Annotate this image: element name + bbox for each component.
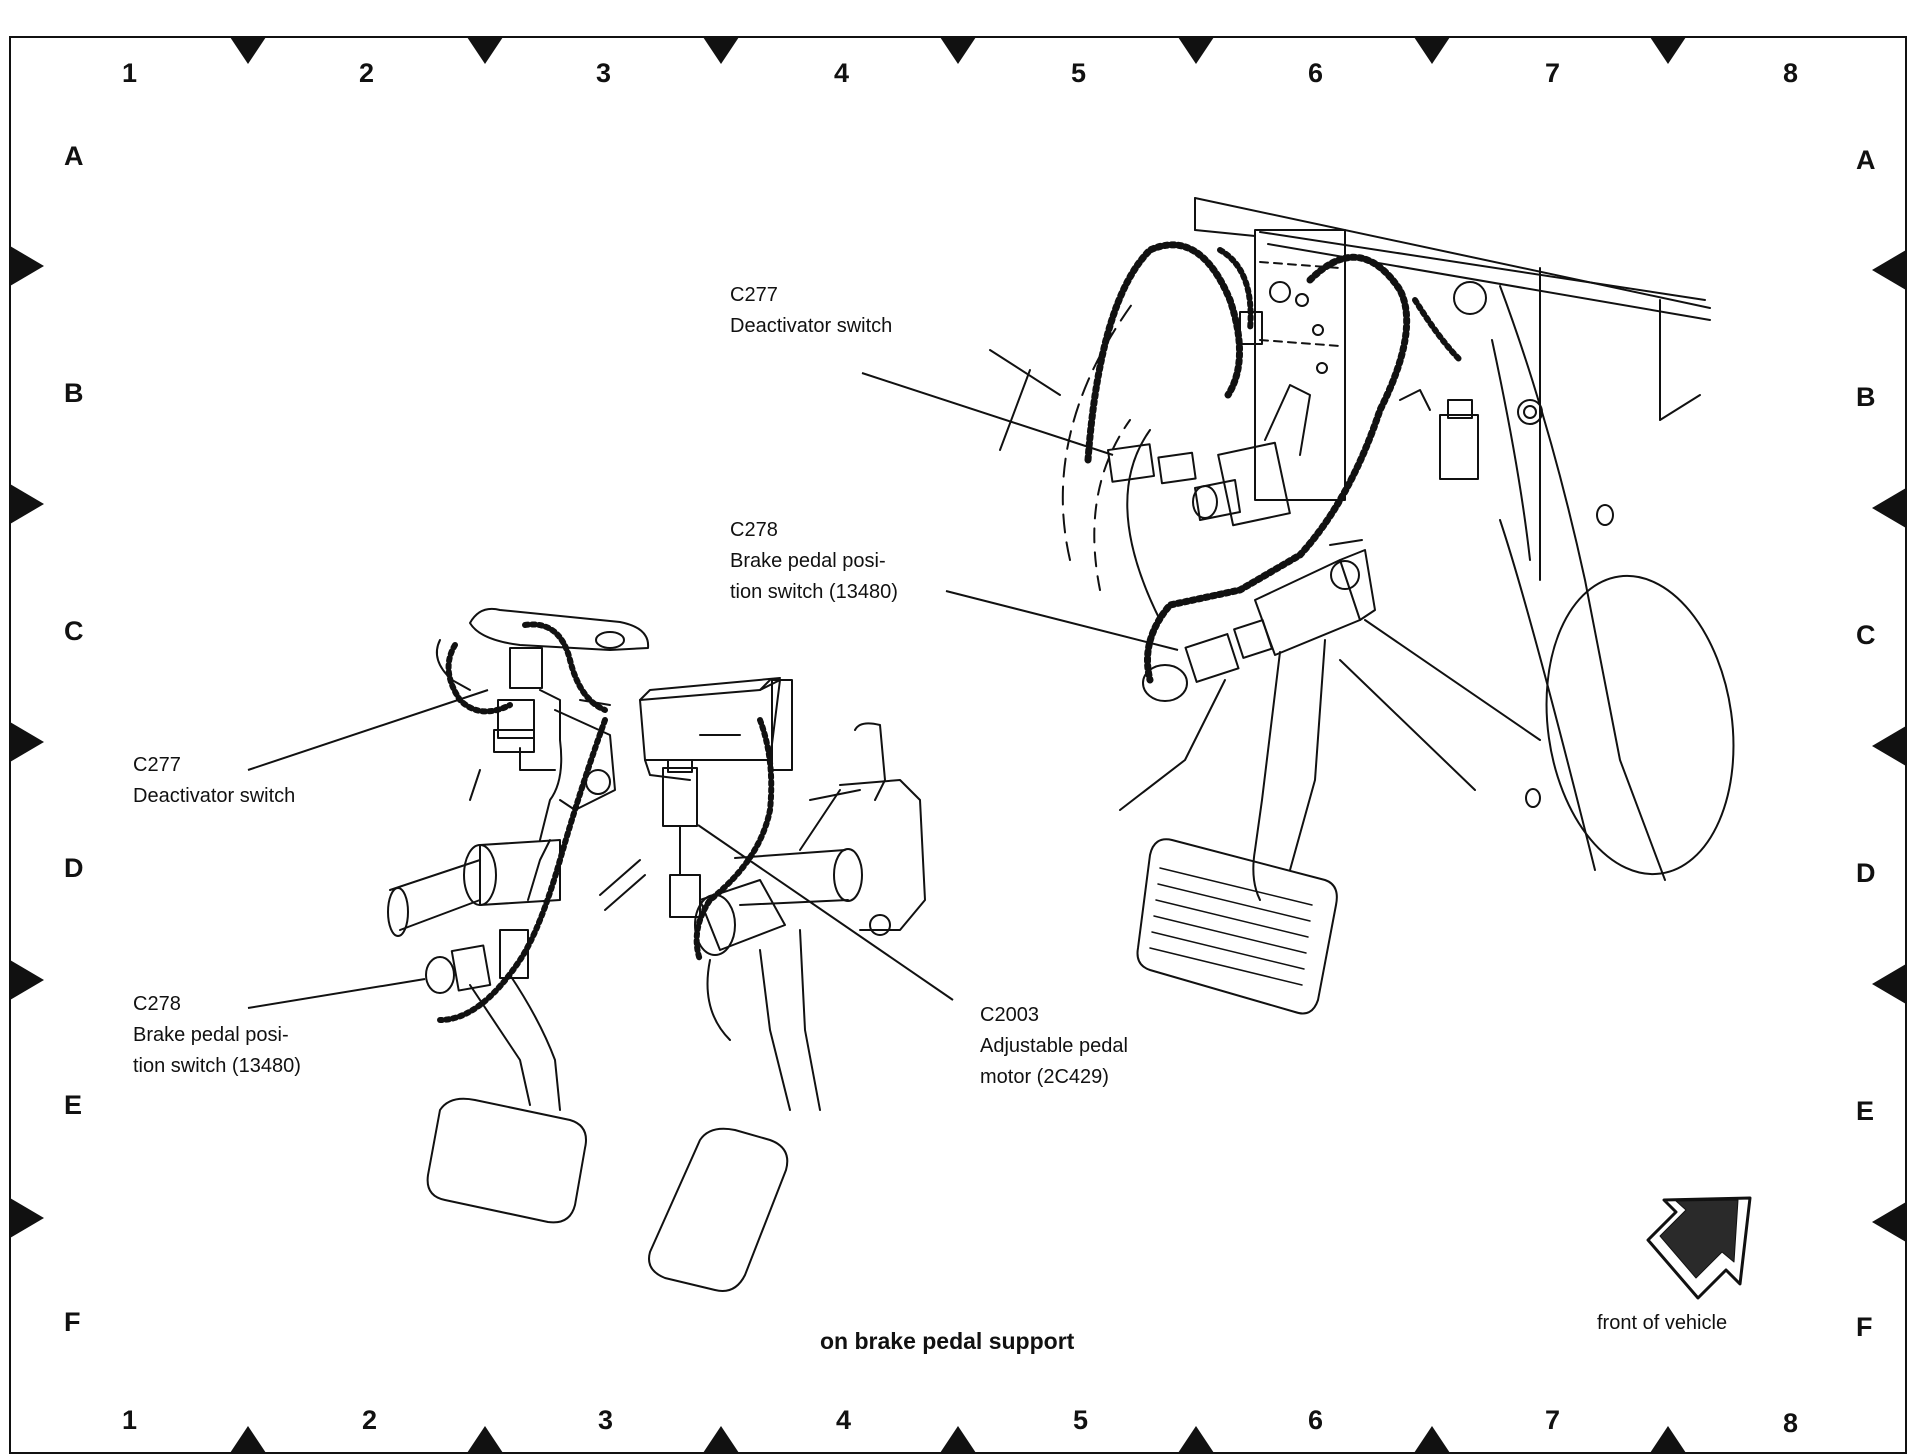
grid-row-left-c: C <box>64 616 84 646</box>
grid-col-top-1: 1 <box>122 58 138 88</box>
label-description: Adjustable pedal <box>980 1035 1128 1057</box>
grid-row-left-f: F <box>64 1307 81 1337</box>
grid-row-right-d: D <box>1856 858 1876 888</box>
label-description: tion switch (13480) <box>730 581 898 603</box>
grid-col-bottom-7: 7 <box>1545 1405 1561 1435</box>
grid-col-top-6: 6 <box>1308 58 1324 88</box>
sheet-border <box>9 36 1907 1454</box>
grid-row-right-c: C <box>1856 620 1876 650</box>
label-description: Brake pedal posi- <box>133 1024 289 1046</box>
label-description: Deactivator switch <box>730 315 893 337</box>
grid-row-right-a: A <box>1856 145 1876 175</box>
label-c277-left: C277 Deactivator switch <box>133 750 295 812</box>
left-grid-markers <box>10 246 44 1238</box>
right-view-assembly <box>989 197 1735 1015</box>
grid-row-left-d: D <box>64 853 84 883</box>
grid-col-bottom-2: 2 <box>362 1405 378 1435</box>
view-caption: on brake pedal support <box>820 1328 1075 1354</box>
grid-col-top-8: 8 <box>1783 58 1799 88</box>
grid-col-bottom-5: 5 <box>1073 1405 1089 1435</box>
grid-col-bottom-1: 1 <box>122 1405 138 1435</box>
front-of-vehicle-arrow <box>1646 1196 1752 1300</box>
grid-col-bottom-8: 8 <box>1783 1408 1799 1438</box>
grid-col-top-5: 5 <box>1071 58 1087 88</box>
grid-col-top-4: 4 <box>834 58 850 88</box>
grid-row-right-f: F <box>1856 1312 1873 1342</box>
grid-col-top-7: 7 <box>1545 58 1561 88</box>
top-grid-markers <box>230 37 1686 64</box>
label-c2003: C2003 Adjustable pedal motor (2C429) <box>980 1000 1128 1093</box>
grid-row-right-e: E <box>1856 1096 1875 1126</box>
front-of-vehicle-label: front of vehicle <box>1597 1312 1728 1334</box>
label-code: C2003 <box>980 1004 1039 1026</box>
label-description: Deactivator switch <box>133 785 296 807</box>
grid-row-right-b: B <box>1856 382 1876 412</box>
left-view-assembly <box>387 607 926 1292</box>
label-description: tion switch (13480) <box>133 1055 301 1077</box>
grid-col-bottom-4: 4 <box>836 1405 852 1435</box>
label-description: Brake pedal posi- <box>730 550 886 572</box>
grid-row-left-e: E <box>64 1090 83 1120</box>
label-description: motor (2C429) <box>980 1066 1109 1088</box>
grid-col-top-2: 2 <box>359 58 375 88</box>
label-c278-right: C278 Brake pedal posi- tion switch (1348… <box>730 515 898 608</box>
grid-col-bottom-3: 3 <box>598 1405 614 1435</box>
grid-col-bottom-6: 6 <box>1308 1405 1324 1435</box>
grid-col-top-3: 3 <box>596 58 612 88</box>
right-grid-markers <box>1872 250 1906 1242</box>
label-code: C278 <box>133 993 181 1015</box>
bottom-grid-markers <box>230 1426 1686 1453</box>
label-code: C278 <box>730 519 778 541</box>
label-code: C277 <box>730 284 778 306</box>
grid-row-left-b: B <box>64 378 84 408</box>
label-c278-left: C278 Brake pedal posi- tion switch (1348… <box>133 989 301 1082</box>
leader-lines <box>247 372 1179 1009</box>
label-c277-right: C277 Deactivator switch <box>730 280 892 342</box>
label-code: C277 <box>133 754 181 776</box>
grid-row-left-a: A <box>64 141 84 171</box>
